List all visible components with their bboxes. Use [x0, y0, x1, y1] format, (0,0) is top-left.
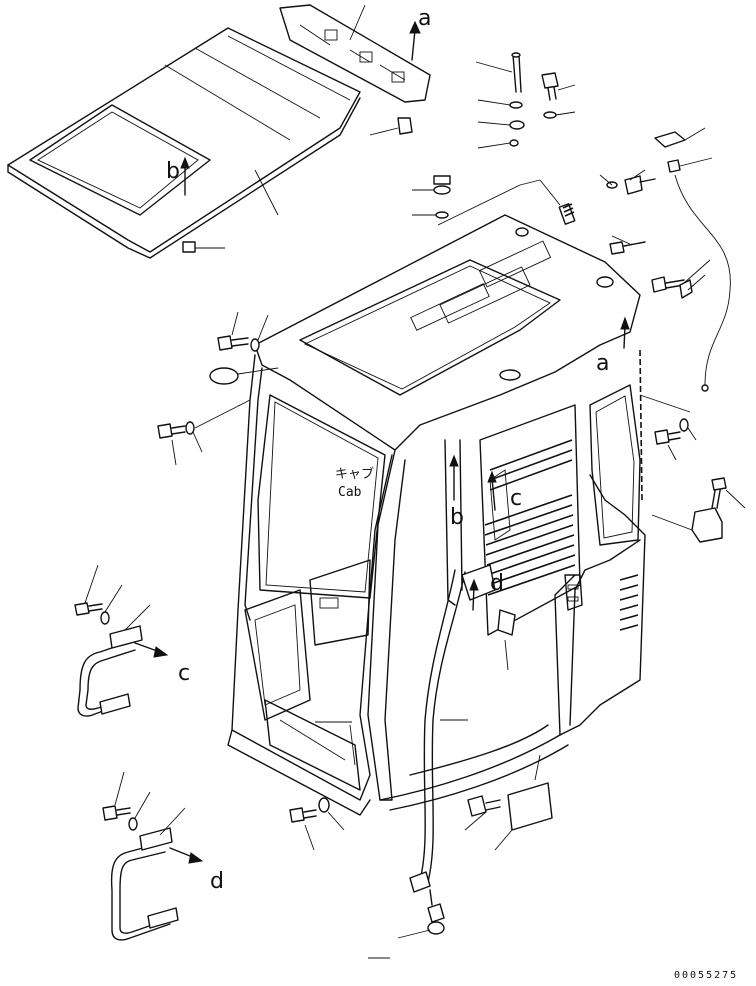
small-washer-right: [599, 169, 656, 195]
lower-front-bolt: [289, 797, 345, 851]
washer-stack: [477, 99, 525, 149]
handrail-d: [102, 771, 186, 941]
view-label-b-roof: b: [166, 159, 180, 184]
view-label-d-cab: d: [490, 571, 504, 596]
view-label-c: c: [178, 661, 190, 686]
view-label-c-cab: c: [510, 486, 522, 511]
harness-end: [701, 384, 709, 392]
side-lamp: [651, 477, 746, 543]
front-pillar-bolt: [217, 311, 269, 352]
arrow-a-right: [620, 316, 630, 349]
view-label-a-top: a: [418, 6, 431, 31]
grommet-plug: [209, 367, 279, 385]
view-label-d: d: [210, 869, 224, 894]
leader-interior-3: [349, 724, 356, 766]
view-label-b-pillar: b: [450, 505, 464, 530]
rear-bracket: [279, 4, 431, 103]
floor-bracket: [461, 564, 516, 671]
cab-frame: [227, 214, 646, 816]
side-louvre: [619, 574, 639, 631]
right-side-bolt-1: [609, 235, 646, 255]
roof-arrow-b: [180, 156, 190, 196]
arrow-a-top: [409, 20, 421, 61]
handle-bottom-bolt: [397, 871, 445, 939]
front-lower-bolt: [157, 399, 251, 466]
arrow-d: [169, 847, 204, 864]
roof-leader: [254, 169, 279, 216]
right-bolt-mid: [639, 394, 697, 461]
right-side-bolt-2: [651, 259, 711, 299]
arrow-c-cab: [487, 470, 497, 511]
arrow-c: [134, 642, 169, 658]
floor-plate: [494, 754, 553, 851]
cab-label-jp: キャブ: [335, 466, 374, 482]
arrow-b-pillar: [449, 454, 459, 501]
cab-label-en: Cab: [338, 485, 362, 500]
long-bolt: [475, 52, 522, 93]
roof-bolt: [182, 241, 225, 253]
view-label-a-right: a: [596, 351, 609, 376]
roof-panel: [7, 27, 361, 259]
washer-left-of-cab: [412, 175, 541, 226]
harness-wire: [674, 174, 731, 386]
hex-bolt-top: [541, 72, 576, 119]
cap-plate: [654, 127, 713, 173]
drawing-number: 00055275: [674, 970, 738, 981]
rear-pillar-handle: [419, 569, 466, 883]
arrow-d-cab: [469, 578, 479, 611]
rear-bracket-nut: [369, 117, 413, 136]
rear-window-grille: [484, 439, 576, 596]
floor-hex-bolt: [464, 795, 501, 831]
handrail-c: [74, 564, 151, 717]
hinge-pin: [539, 179, 576, 225]
